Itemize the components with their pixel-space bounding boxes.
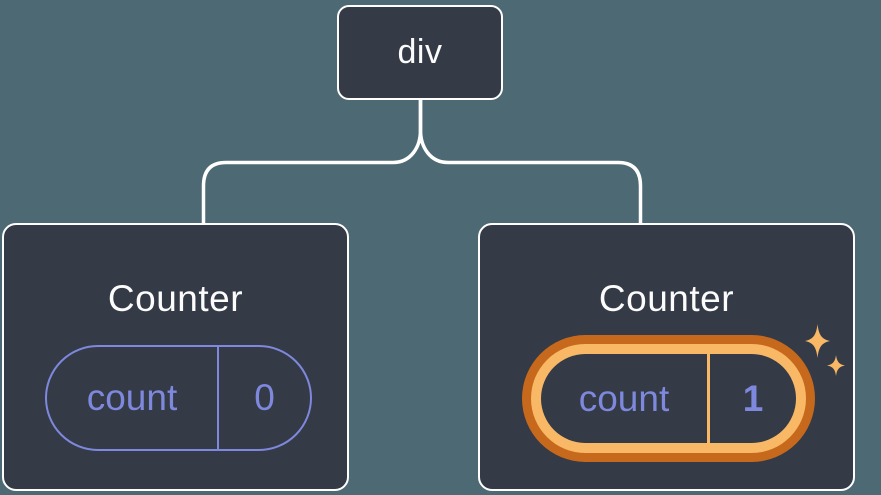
counter-card-left: Counter count 0 <box>2 223 349 491</box>
pill-divider <box>217 347 219 449</box>
state-value: 0 <box>254 377 275 418</box>
sparkles-icon <box>805 324 830 358</box>
state-pill: count 0 <box>45 345 312 451</box>
state-key-label: count <box>86 377 178 418</box>
pill-divider <box>707 354 710 443</box>
counter-title: Counter <box>598 278 735 319</box>
connector-right-branch <box>418 98 643 224</box>
connector-left-branch <box>201 98 423 224</box>
state-pill: count 1 <box>541 354 796 443</box>
state-key-label: count <box>578 377 670 419</box>
root-node-div: div <box>337 5 503 100</box>
root-node-label: div <box>397 33 443 71</box>
counter-title: Counter <box>107 278 244 319</box>
highlight-ring: count 1 <box>531 344 806 453</box>
state-value: 1 <box>742 377 764 419</box>
sparkles-icon <box>827 355 845 376</box>
highlighted-state-pill: count 1 <box>522 335 815 462</box>
counter-card-right: Counter count 1 <box>478 223 855 491</box>
